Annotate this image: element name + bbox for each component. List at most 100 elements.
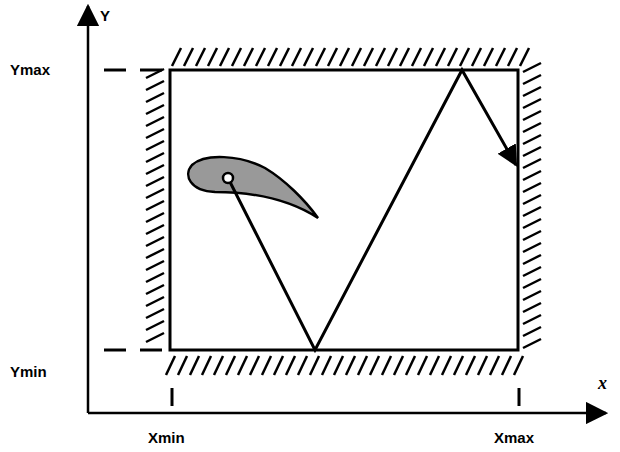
- hatch-stroke: [514, 356, 523, 375]
- x-axis: [88, 412, 606, 415]
- hatch-stroke: [523, 303, 541, 312]
- hatch-stroke: [436, 48, 445, 66]
- hatch-stroke: [508, 48, 517, 66]
- hatch-stroke: [146, 333, 164, 342]
- hatch-stroke: [146, 261, 164, 270]
- hatch-stroke: [430, 356, 439, 375]
- hatch-stroke: [523, 159, 541, 168]
- guide-dashes: [104, 70, 519, 406]
- hatch-stroke: [484, 48, 493, 66]
- hatch-stroke: [382, 356, 391, 375]
- hatch-stroke: [146, 225, 164, 234]
- hatch-stroke: [454, 356, 463, 375]
- hatch-stroke: [523, 243, 541, 252]
- hatch-stroke: [523, 231, 541, 240]
- hatch-stroke: [238, 356, 247, 375]
- hatch-stroke: [184, 48, 193, 66]
- hatch-stroke: [523, 267, 541, 276]
- hatch-stroke: [448, 48, 457, 66]
- hatch-stroke: [178, 356, 187, 375]
- hatch-stroke: [523, 171, 541, 180]
- hatch-stroke: [523, 291, 541, 300]
- hatch-stroke: [146, 249, 164, 258]
- domain-box: [170, 70, 518, 350]
- y-axis: [87, 6, 90, 413]
- hatch-stroke: [146, 189, 164, 198]
- hatch-stroke: [196, 48, 205, 66]
- bound-label: Xmax: [494, 430, 534, 445]
- hatch-stroke: [418, 356, 427, 375]
- hatch-stroke: [146, 129, 164, 138]
- hatch-stroke: [268, 48, 277, 66]
- hatch-stroke: [208, 48, 217, 66]
- hatch-stroke: [146, 141, 164, 150]
- hatch-stroke: [523, 75, 541, 84]
- hatch-stroke: [388, 48, 397, 66]
- hatch-stroke: [172, 48, 181, 66]
- hatch-stroke: [190, 356, 199, 375]
- hatch-stroke: [146, 309, 164, 318]
- hatch-stroke: [523, 315, 541, 324]
- hatch-stroke: [523, 219, 541, 228]
- hatch-stroke: [250, 356, 259, 375]
- hatch-stroke: [328, 48, 337, 66]
- hatch-stroke: [523, 63, 541, 72]
- hatch-stroke: [146, 297, 164, 306]
- hatch-stroke: [146, 273, 164, 282]
- hatch-stroke: [346, 356, 355, 375]
- hatch-stroke: [340, 48, 349, 66]
- hatch-stroke: [490, 356, 499, 375]
- hatch-stroke: [146, 165, 164, 174]
- hatch-stroke: [523, 111, 541, 120]
- hatch-stroke: [478, 356, 487, 375]
- hatch-stroke: [274, 356, 283, 375]
- hatch-stroke: [496, 48, 505, 66]
- hatch-stroke: [364, 48, 373, 66]
- hatch-stroke: [146, 93, 164, 102]
- hatch-stroke: [280, 48, 289, 66]
- hatch-stroke: [146, 105, 164, 114]
- hatch-stroke: [520, 48, 529, 66]
- airfoil-body: [188, 157, 318, 218]
- hatch-stroke: [442, 356, 451, 375]
- hatch-stroke: [316, 48, 325, 66]
- hatch-stroke: [370, 356, 379, 375]
- hatch-stroke: [220, 48, 229, 66]
- release-point: [223, 173, 233, 183]
- hatch-stroke: [466, 356, 475, 375]
- hatch-stroke: [310, 356, 319, 375]
- hatch-stroke: [244, 48, 253, 66]
- hatch-stroke: [400, 48, 409, 66]
- hatch-stroke: [146, 213, 164, 222]
- hatch-stroke: [146, 237, 164, 246]
- hatch-stroke: [146, 69, 164, 78]
- hatch-stroke: [146, 285, 164, 294]
- hatch-stroke: [523, 327, 541, 336]
- hatch-stroke: [523, 183, 541, 192]
- bound-label: Ymin: [10, 364, 47, 379]
- hatch-stroke: [304, 48, 313, 66]
- hatch-stroke: [146, 153, 164, 162]
- hatch-stroke: [523, 99, 541, 108]
- hatch-stroke: [256, 48, 265, 66]
- hatch-stroke: [214, 356, 223, 375]
- hatch-stroke: [146, 321, 164, 330]
- bound-label: Ymax: [10, 62, 50, 77]
- axis-label: Y: [100, 8, 110, 23]
- hatch-stroke: [358, 356, 367, 375]
- hatch-stroke: [424, 48, 433, 66]
- hatch-stroke: [298, 356, 307, 375]
- hatch-stroke: [523, 87, 541, 96]
- hatch-stroke: [394, 356, 403, 375]
- hatch-stroke: [523, 195, 541, 204]
- hatch-stroke: [472, 48, 481, 66]
- wall-hatching: [146, 48, 541, 375]
- hatch-stroke: [146, 117, 164, 126]
- hatch-stroke: [502, 356, 511, 375]
- hatch-stroke: [376, 48, 385, 66]
- hatch-stroke: [292, 48, 301, 66]
- hatch-stroke: [146, 177, 164, 186]
- hatch-stroke: [523, 279, 541, 288]
